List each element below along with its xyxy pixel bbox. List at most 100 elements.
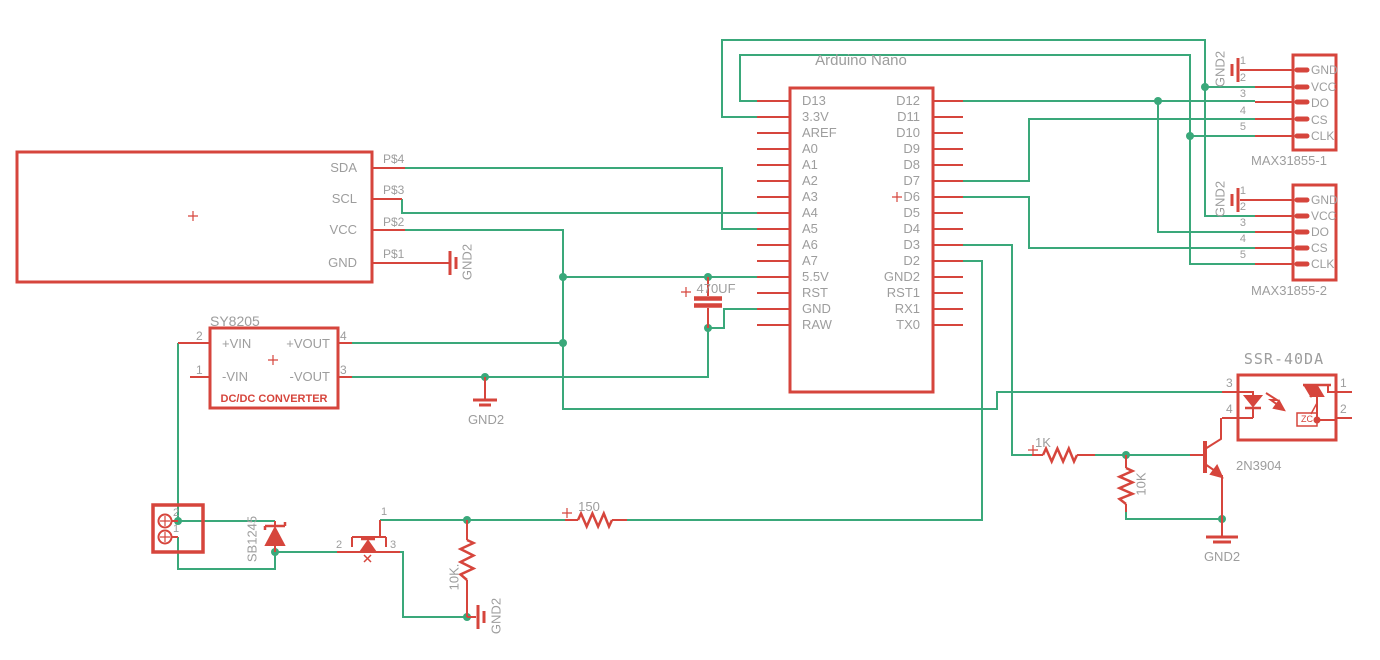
wire-sda-net <box>405 167 757 230</box>
mosfet-num-2: 2 <box>336 539 343 551</box>
max2-pin-numbers: 1 2 3 4 5 <box>1230 183 1246 263</box>
arduino-left-stubs <box>757 100 790 326</box>
cap-plates <box>694 296 722 308</box>
i2c-pin-sda: SDA <box>330 160 357 175</box>
i2c-pad-p3: P$3 <box>383 183 405 197</box>
dcdc-num-3: 3 <box>340 363 347 377</box>
diode-anode <box>264 525 286 546</box>
gnd-max1-symbol <box>1230 58 1240 82</box>
pin-label: D7 <box>903 173 920 188</box>
dcdc-num-4: 4 <box>340 329 347 343</box>
i2c-module-outline <box>15 150 374 284</box>
dcdc-num-2: 2 <box>196 329 203 343</box>
pin-label: TX0 <box>896 317 920 332</box>
ssr-outline <box>1236 373 1338 442</box>
dcdc-outline <box>208 326 340 410</box>
pin-number: 3 <box>1239 88 1246 100</box>
i2c-pad-p2: P$2 <box>383 215 405 229</box>
pin-label: DO <box>1311 225 1329 239</box>
ssr-led-triangle <box>1242 395 1264 408</box>
max2-pads <box>1294 197 1310 267</box>
mosfet-num-1: 1 <box>381 506 388 518</box>
gnd2-label-max1: GND2 <box>1212 50 1228 88</box>
r1k-value: 1K <box>1035 435 1051 450</box>
gnd2-label-max2: GND2 <box>1212 180 1228 218</box>
pin-label: D3 <box>903 237 920 252</box>
pin-number: 5 <box>1239 249 1246 261</box>
wire-mosfet-source <box>400 551 467 618</box>
parts <box>15 53 1352 629</box>
dcdc-pin-vinp: +VIN <box>222 336 252 351</box>
npn-emitter-arrow <box>1209 464 1224 479</box>
diode-title: SB1245 <box>244 515 260 563</box>
i2c-pin-vcc: VCC <box>329 222 357 237</box>
r10k-right-zigzag <box>1116 466 1136 505</box>
i2c-pin-scl: SCL <box>331 191 357 206</box>
wire-battery <box>177 343 337 570</box>
gnd2-label-npn: GND2 <box>1203 549 1241 564</box>
pin-label: VCC <box>1311 209 1337 223</box>
pin-label: A0 <box>802 141 818 156</box>
pin-label: A4 <box>802 205 818 220</box>
ssr-num-1: 1 <box>1340 376 1347 390</box>
pin-label: A1 <box>802 157 818 172</box>
dcdc-subtitle: DC/DC CONVERTER <box>220 393 328 405</box>
pin-label: D10 <box>896 125 920 140</box>
pin-label: RX1 <box>894 301 920 316</box>
ssr-title: SSR-40DA <box>1243 350 1325 368</box>
ssr-num-3: 3 <box>1226 376 1233 390</box>
gnd-npn-symbol <box>1206 535 1238 544</box>
ssr-gate-line <box>1310 402 1318 415</box>
r10k-left-value: 10K. <box>446 563 462 591</box>
wire-10k-emitter <box>1125 512 1222 520</box>
connector-num-2: 2 <box>173 507 180 519</box>
wire-cs1-net <box>963 118 1255 182</box>
pin-label: D2 <box>903 253 920 268</box>
wire-5v-rail <box>405 229 1222 410</box>
gnd2-label-vout: GND2 <box>467 412 505 427</box>
ssr-leads <box>1222 391 1352 419</box>
mosfet-arrow <box>359 539 377 552</box>
ssr-num-4: 4 <box>1226 402 1233 416</box>
max2-title: MAX31855-2 <box>1251 283 1327 298</box>
ssr-led-wiring <box>1238 391 1254 419</box>
pin-label: CLK <box>1311 257 1335 271</box>
arduino-title: Arduino Nano <box>815 52 907 69</box>
pin-label: AREF <box>802 125 837 140</box>
dcdc-pin-voutn: -VOUT <box>289 369 330 384</box>
pin-label: CS <box>1311 112 1328 127</box>
pin-label: GND <box>802 301 831 316</box>
wire-d2-gate <box>380 260 983 521</box>
pin-label: GND <box>1311 63 1338 77</box>
wire-cs2-net <box>963 196 1255 249</box>
pin-label: VCC <box>1311 79 1337 94</box>
pin-number: 4 <box>1239 104 1246 117</box>
pin-label: D11 <box>897 109 920 124</box>
i2c-pad-p4: P$4 <box>383 152 405 166</box>
pin-label: D8 <box>903 157 920 172</box>
npn-ce <box>1204 418 1223 519</box>
pin-label: A7 <box>802 253 818 268</box>
pin-label: A2 <box>802 173 818 188</box>
gnd-low-symbol <box>476 605 486 629</box>
r10k-left-zigzag <box>457 538 477 581</box>
gnd2-label-lowside: GND2 <box>488 597 504 635</box>
max2-pin-labels: GND VCC DO CS CLK <box>1311 192 1338 272</box>
dcdc-num-1: 1 <box>196 363 203 377</box>
origin-crosses <box>188 192 1038 518</box>
pin-label: D13 <box>802 93 826 108</box>
max1-pin-numbers: 1 2 3 4 5 <box>1230 53 1246 136</box>
gnd-max2-symbol <box>1230 188 1240 212</box>
pin-label: D12 <box>896 93 920 108</box>
pin-number: 3 <box>1239 217 1246 229</box>
arduino-outline <box>788 86 935 394</box>
pin-label: D6 <box>903 189 920 204</box>
connector-num-1: 1 <box>173 523 180 535</box>
net-wires <box>177 39 1255 618</box>
connector-outline <box>151 503 205 554</box>
ssr-zc-label: ZC <box>1301 414 1313 424</box>
wire-d3-base <box>963 244 1190 456</box>
wire-clk-net <box>739 54 1255 265</box>
connector-stubs <box>171 520 178 538</box>
max1-title: MAX31855-1 <box>1251 153 1327 168</box>
